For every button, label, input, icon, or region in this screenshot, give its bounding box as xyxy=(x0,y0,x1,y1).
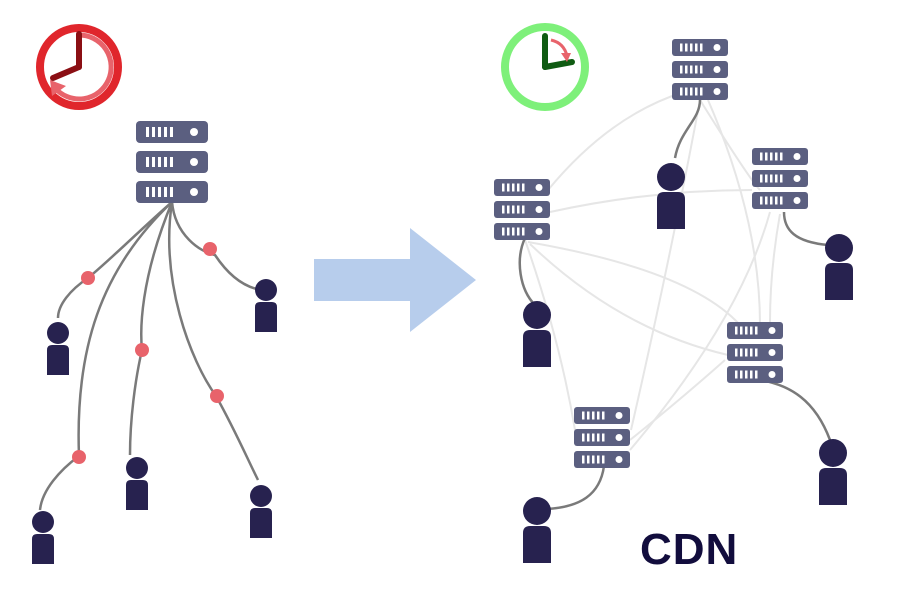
central-links xyxy=(38,201,263,511)
edge-server-icon xyxy=(494,179,550,240)
latency-dot xyxy=(203,242,217,256)
user-icon xyxy=(523,497,551,563)
user-icon xyxy=(47,322,69,375)
user-icon xyxy=(250,485,272,538)
user-icon xyxy=(825,234,853,300)
central-server-icon xyxy=(136,121,208,203)
edge-server-icon xyxy=(672,39,728,100)
right-arrow-icon xyxy=(314,228,476,332)
user-icon xyxy=(657,163,685,229)
user-icon xyxy=(32,511,54,564)
latency-dot xyxy=(81,271,95,285)
user-icon xyxy=(523,301,551,367)
cdn-label: CDN xyxy=(640,525,739,574)
right-users xyxy=(523,163,853,563)
user-icon xyxy=(819,439,847,505)
edge-server-icon xyxy=(752,148,808,209)
slow-clock-icon xyxy=(36,24,122,110)
edge-server-icon xyxy=(574,407,630,468)
edge-server-icon xyxy=(727,322,783,383)
cdn-mesh-links xyxy=(524,91,781,451)
user-icon xyxy=(126,457,148,510)
latency-dots xyxy=(72,242,224,464)
latency-dot xyxy=(72,450,86,464)
left-users xyxy=(32,279,277,564)
user-icon xyxy=(255,279,277,332)
fast-clock-icon xyxy=(501,23,589,111)
latency-dot xyxy=(210,389,224,403)
latency-dot xyxy=(135,343,149,357)
